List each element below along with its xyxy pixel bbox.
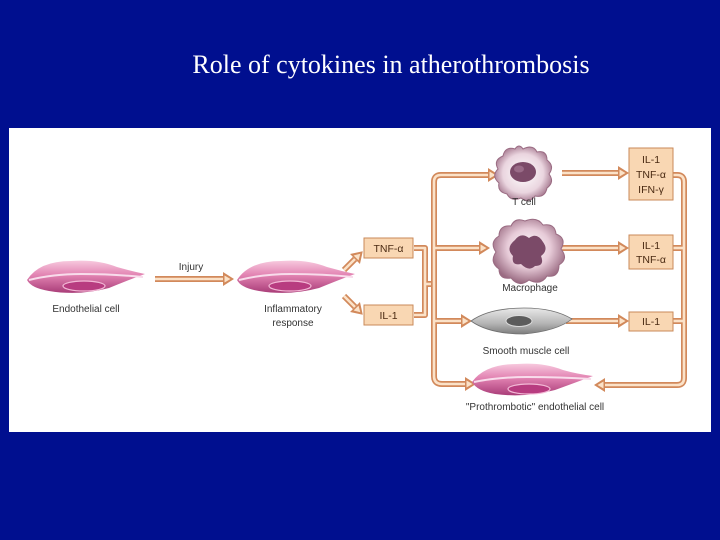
smooth-muscle-cell-icon [470, 307, 573, 335]
smooth-muscle-cell-label: Smooth muscle cell [483, 346, 570, 357]
endothelial-cell-icon [27, 260, 145, 293]
tnf-alpha-box [363, 237, 414, 259]
macrophage-icon [492, 218, 565, 284]
t-cell-icon [494, 145, 553, 202]
il1-box [363, 304, 414, 326]
tnf-alpha-box-label: TNF-α [374, 243, 404, 255]
injury-arrow [155, 272, 234, 286]
distribution-trunk [431, 168, 499, 391]
macrophage-cytokine-il1: IL-1 [642, 240, 660, 252]
macrophage-label: Macrophage [502, 283, 558, 294]
inflammatory-to-il1-arrow [341, 293, 368, 320]
feedback-loop-arrow [594, 172, 687, 392]
t-cell-cytokine-tnf: TNF-α [636, 169, 666, 181]
prothrombotic-endothelial-cell-icon [472, 363, 593, 396]
il1-box-label: IL-1 [379, 310, 397, 322]
smooth-muscle-cytokine-box [628, 311, 674, 332]
t-cell-cytokine-il1: IL-1 [642, 154, 660, 166]
inflammatory-response-label-line1: Inflammatory [264, 304, 322, 315]
t-cell-cytokine-ifn: IFN-γ [638, 184, 664, 196]
macrophage-cytokine-box [628, 234, 674, 270]
slide-title: Role of cytokines in atherothrombosis [192, 50, 590, 79]
inflammatory-to-tnf-arrow [341, 246, 368, 273]
injury-label: Injury [179, 262, 203, 273]
cell-output-arrows [562, 166, 629, 328]
cytokine-pathway-diagram: Endothelial cell Injury Inflammatory res… [27, 145, 687, 413]
t-cell-cytokine-box [628, 147, 674, 201]
smooth-muscle-cytokine-il1: IL-1 [642, 316, 660, 328]
prothrombotic-cell-label: "Prothrombotic" endothelial cell [466, 402, 604, 413]
inflamed-endothelial-cell-icon [237, 260, 355, 293]
inflammatory-response-label-line2: response [272, 318, 314, 329]
t-cell-label: T cell [512, 197, 536, 208]
figure-panel: Endothelial cell Injury Inflammatory res… [9, 128, 711, 432]
macrophage-cytokine-tnf: TNF-α [636, 254, 666, 266]
endothelial-cell-label: Endothelial cell [52, 304, 119, 315]
